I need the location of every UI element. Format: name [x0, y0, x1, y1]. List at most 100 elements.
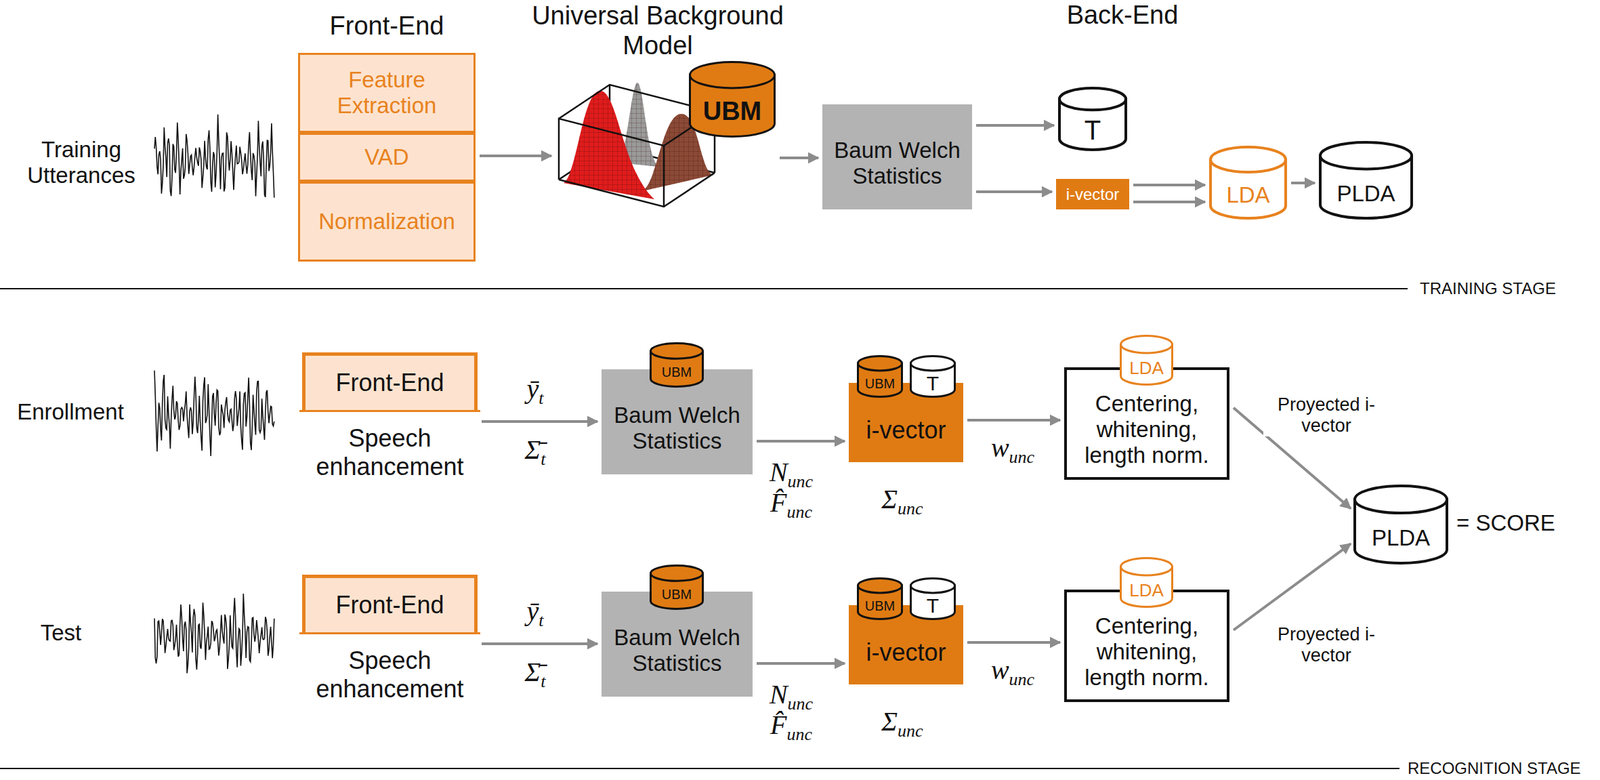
process-box: Front-EndSpeech enhancement — [302, 574, 478, 715]
group-heading: Front-End — [260, 11, 513, 42]
math-symbol: F̂unc — [770, 487, 813, 523]
node-text: Speech enhancement — [303, 424, 477, 481]
edge-label: wunc — [988, 654, 1037, 690]
process-box: Front-EndSpeech enhancement — [302, 352, 478, 493]
math-symbol: Σunc — [881, 483, 923, 519]
speech-waveform — [154, 370, 275, 456]
process-box: Speech enhancement — [299, 632, 481, 715]
cylinder-top — [858, 578, 903, 593]
subscript: unc — [786, 724, 813, 744]
node-text: i-vector — [865, 415, 946, 444]
process-box: Centering, whitening, length norm.LDA — [1064, 367, 1230, 480]
process-box: Baum Welch StatisticsUBM — [601, 369, 753, 475]
cylinder-shape — [1353, 484, 1449, 565]
speech-waveform — [154, 593, 275, 673]
node-text: T — [926, 371, 939, 396]
cylinder-shape — [1318, 140, 1414, 220]
node-text: PLDA — [1371, 524, 1430, 551]
flow-arrow — [479, 154, 552, 158]
text-label: TRAINING STAGE — [1419, 279, 1556, 299]
database-cylinder: LDA — [1119, 556, 1174, 608]
flow-arrow — [1233, 543, 1351, 630]
process-box: Centering, whitening, length norm.LDA — [1064, 589, 1230, 702]
node-text: i-vector — [1066, 184, 1120, 204]
node-text: Centering, whitening, length norm. — [1072, 390, 1222, 469]
stage-divider — [0, 767, 1400, 769]
node-text: VAD — [364, 144, 409, 171]
node-text: UBM — [688, 85, 776, 138]
subscript: unc — [786, 501, 813, 522]
text-label: Enrollment — [16, 398, 124, 425]
flow-arrow — [1291, 181, 1315, 185]
stage-divider — [0, 287, 1408, 290]
node-text: LDA — [1129, 358, 1164, 379]
process-box: i-vector — [1056, 178, 1130, 210]
subscript: unc — [787, 693, 814, 714]
text-label: Test — [40, 619, 82, 646]
group-frame: Front-EndFeature ExtractionVADNormalizat… — [298, 52, 476, 262]
text-label: = SCORE — [1456, 510, 1556, 536]
cylinder-top — [858, 356, 903, 371]
math-symbol: Nunc — [769, 456, 813, 492]
process-box: Baum Welch Statistics — [822, 104, 973, 210]
math-symbol: Σ̄t — [524, 656, 546, 692]
node-text: Baum Welch Statistics — [827, 137, 967, 189]
subscript: t — [538, 610, 544, 630]
ubm-illustration: UBM — [555, 60, 776, 210]
cylinder-top — [650, 343, 704, 360]
subscript: t — [540, 449, 546, 469]
database-cylinder: LDA — [1209, 145, 1288, 220]
node-text: UBM — [661, 586, 692, 603]
gaussian-plot — [555, 60, 776, 210]
database-cylinder: PLDA — [1353, 484, 1449, 565]
database-cylinder: UBM — [856, 577, 903, 620]
cylinder-top — [1121, 558, 1173, 576]
text-label: Back-End — [1066, 0, 1179, 31]
flow-arrow — [481, 642, 598, 645]
cylinder-top — [911, 356, 956, 371]
text-label: Universal Background Model — [495, 1, 821, 61]
waveforms — [154, 114, 275, 674]
subscript: t — [540, 671, 546, 691]
database-cylinder: UBM — [856, 354, 903, 398]
process-box: Normalization — [298, 181, 476, 262]
math-symbol: ȳt — [527, 595, 544, 631]
node-text: Feature Extraction — [305, 67, 469, 119]
node-text: Baum Welch Statistics — [606, 624, 748, 677]
node-text: LDA — [1226, 182, 1270, 208]
node-text: i-vector — [865, 638, 946, 666]
cylinder-top — [911, 578, 956, 593]
process-box: Feature Extraction — [298, 52, 476, 133]
node-text: UBM — [865, 375, 895, 392]
flow-arrow — [756, 661, 845, 665]
cylinder-top — [650, 565, 704, 582]
flow-arrow — [481, 419, 598, 423]
math-symbol: Nunc — [769, 678, 813, 714]
node-text: PLDA — [1336, 180, 1395, 207]
flow-arrow — [1133, 200, 1206, 204]
node-text: Centering, whitening, length norm. — [1072, 613, 1222, 691]
math-symbol: ȳt — [527, 373, 544, 409]
cylinder-top — [1354, 485, 1447, 513]
database-cylinder: PLDA — [1318, 140, 1414, 220]
node-text: Normalization — [318, 208, 456, 235]
subscript: unc — [1009, 447, 1036, 467]
speech-waveform — [154, 114, 275, 198]
subscript: unc — [897, 720, 924, 741]
node-text: T — [1084, 114, 1101, 146]
edge-label: wunc — [988, 432, 1037, 468]
node-text: Front-End — [305, 355, 475, 410]
database-cylinder: LDA — [1119, 334, 1174, 386]
math-symbol: Σunc — [881, 705, 923, 742]
flow-arrow — [1133, 183, 1206, 187]
database-cylinder: T — [1058, 86, 1128, 152]
database-cylinder: T — [909, 354, 956, 398]
edge-label: Proyected i-vector — [1263, 394, 1390, 437]
cylinder-top — [1121, 335, 1173, 354]
flow-arrow — [976, 190, 1052, 194]
node-text: T — [926, 594, 939, 618]
subscript: unc — [787, 471, 814, 492]
math-symbol: F̂unc — [770, 709, 813, 745]
flow-arrow — [756, 439, 845, 443]
